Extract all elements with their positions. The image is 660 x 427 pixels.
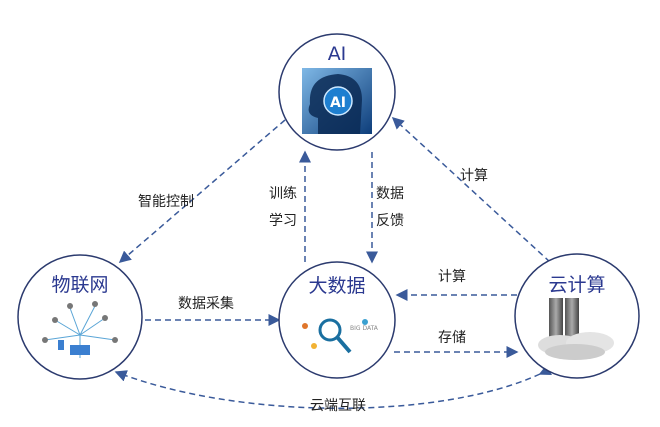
node-cloud-title: 云计算: [548, 274, 605, 296]
node-ai-title: AI: [328, 43, 347, 65]
label-storage: 存储: [438, 330, 466, 346]
cloud-server-image: [538, 298, 614, 360]
ai-badge: AI: [330, 95, 346, 111]
label-feedback: 反馈: [376, 213, 404, 229]
bigdata-magnifier-image: BIG DATA: [302, 318, 379, 354]
edge-cloud-to-ai: [391, 116, 551, 263]
label-data-collection: 数据采集: [178, 295, 234, 312]
edge-ai-to-iot: [118, 119, 286, 263]
bigdata-image-text: BIG DATA: [350, 325, 379, 332]
label-compute: 计算: [438, 269, 466, 285]
node-iot-title: 物联网: [51, 274, 108, 296]
node-bigdata: 大数据 BIG DATA: [278, 261, 396, 379]
label-iot-cloud: 云端互联: [310, 398, 366, 414]
edge-iot-cloud: [114, 364, 553, 409]
node-iot: 物联网: [17, 254, 143, 380]
ai-head-image: AI: [302, 68, 372, 134]
node-cloud: 云计算: [514, 253, 640, 379]
label-learn: 学习: [269, 213, 297, 229]
node-ai: AI AI: [278, 33, 396, 151]
iot-network-image: [42, 301, 118, 358]
label-data: 数据: [376, 186, 404, 202]
label-ai-to-iot: 智能控制: [138, 194, 194, 210]
label-train: 训练: [269, 186, 297, 202]
label-cloud-to-ai: 计算: [460, 168, 488, 184]
node-bigdata-title: 大数据: [308, 275, 365, 297]
